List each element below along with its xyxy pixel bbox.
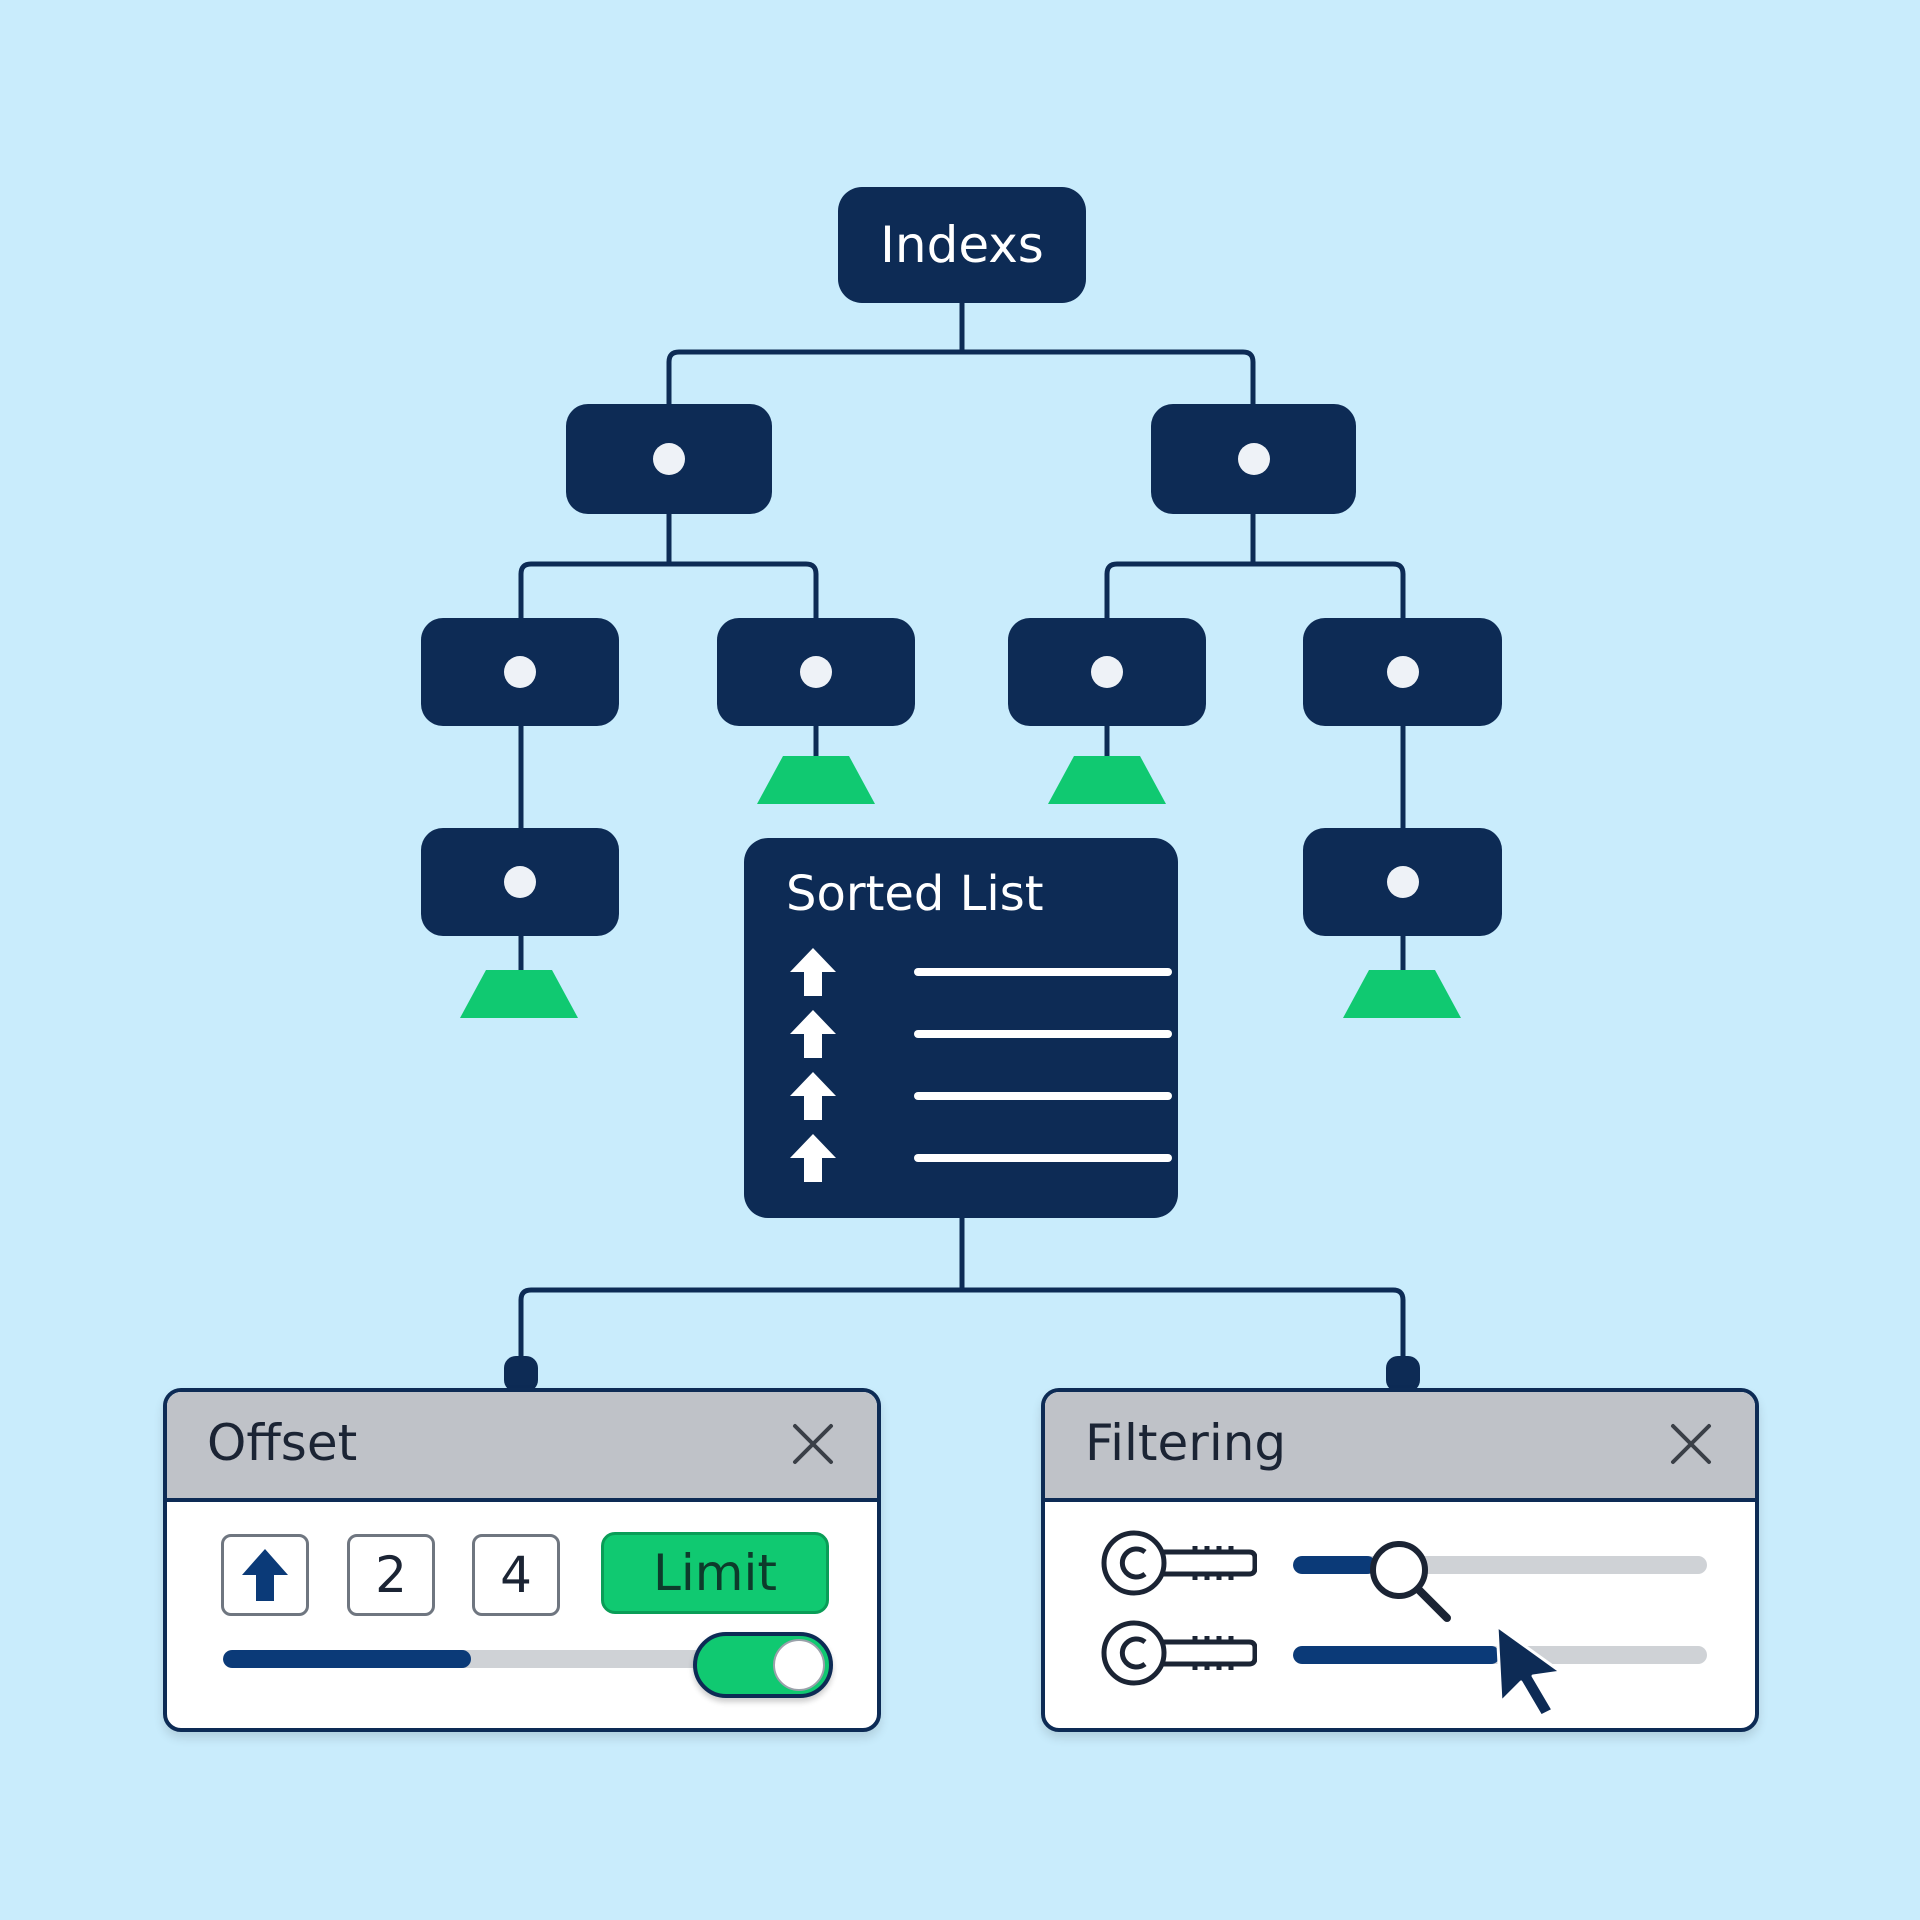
up-arrow-icon [242,1549,288,1601]
offset-slider[interactable] [223,1650,763,1668]
leaf-node-3 [460,970,578,1018]
up-arrow-icon [790,948,836,996]
sorted-list-title: Sorted List [786,866,1044,922]
filter-slider-1[interactable] [1293,1556,1707,1574]
limit-button[interactable]: Limit [601,1532,829,1614]
sorted-list-card[interactable]: Sorted List [744,838,1178,1218]
up-arrow-icon [790,1010,836,1058]
node-dot [653,443,685,475]
magnifier-icon[interactable] [1361,1532,1461,1632]
tree-node-l2-4[interactable] [1303,618,1502,726]
offset-panel: Offset 2 4 Limit [163,1388,881,1732]
list-row-line [914,1030,1172,1038]
sorted-list-row [788,1132,1172,1184]
tree-node-l3-right[interactable] [1303,828,1502,936]
sorted-list-row [788,1008,1172,1060]
node-dot [504,656,536,688]
node-dot [504,866,536,898]
tree-node-l2-3[interactable] [1008,618,1206,726]
offset-slider-fill [223,1650,472,1668]
filtering-panel: Filtering [1041,1388,1759,1732]
node-dot [800,656,832,688]
up-arrow-icon [790,1134,836,1182]
list-row-line [914,968,1172,976]
tree-node-l1-right[interactable] [1151,404,1356,514]
key-icon [1101,1620,1257,1686]
key-icon [1101,1530,1257,1596]
offset-panel-connector-cap [504,1356,538,1392]
tree-node-l3-left[interactable] [421,828,619,936]
limit-toggle[interactable] [693,1632,833,1698]
sorted-list-row [788,946,1172,998]
close-icon[interactable] [789,1420,837,1468]
sorted-list-row [788,1070,1172,1122]
mouse-pointer-icon [1495,1624,1563,1718]
close-icon[interactable] [1667,1420,1715,1468]
leaf-node-2 [1048,756,1166,804]
tree-node-l1-left[interactable] [566,404,772,514]
up-arrow-icon [790,1072,836,1120]
node-dot [1386,656,1419,688]
tree-node-l2-2[interactable] [717,618,915,726]
root-label: Indexs [880,216,1044,274]
list-row-line [914,1092,1172,1100]
connector-right-children [1104,514,1406,618]
connector-left-children [518,514,819,618]
node-dot [1091,656,1123,688]
node-dot [1237,443,1270,475]
leaf-node-1 [757,756,875,804]
filtering-panel-header: Filtering [1045,1392,1755,1502]
tree-node-l2-1[interactable] [421,618,619,726]
root-node[interactable]: Indexs [838,187,1086,303]
filter-slider-1-fill [1293,1556,1376,1574]
offset-value-box[interactable]: 4 [472,1534,560,1616]
filtering-panel-title: Filtering [1085,1414,1287,1472]
list-row-line [914,1154,1172,1162]
offset-panel-header: Offset [167,1392,877,1502]
connector-list-panels [518,1218,1406,1372]
sort-up-button[interactable] [221,1534,309,1616]
toggle-knob [773,1639,825,1691]
offset-panel-title: Offset [207,1414,358,1472]
filter-slider-2-fill [1293,1646,1500,1664]
leaf-node-4 [1343,970,1461,1018]
connector-root-children [666,303,1256,404]
node-dot [1386,866,1419,898]
filter-panel-connector-cap [1386,1356,1420,1392]
offset-value-box[interactable]: 2 [347,1534,435,1616]
